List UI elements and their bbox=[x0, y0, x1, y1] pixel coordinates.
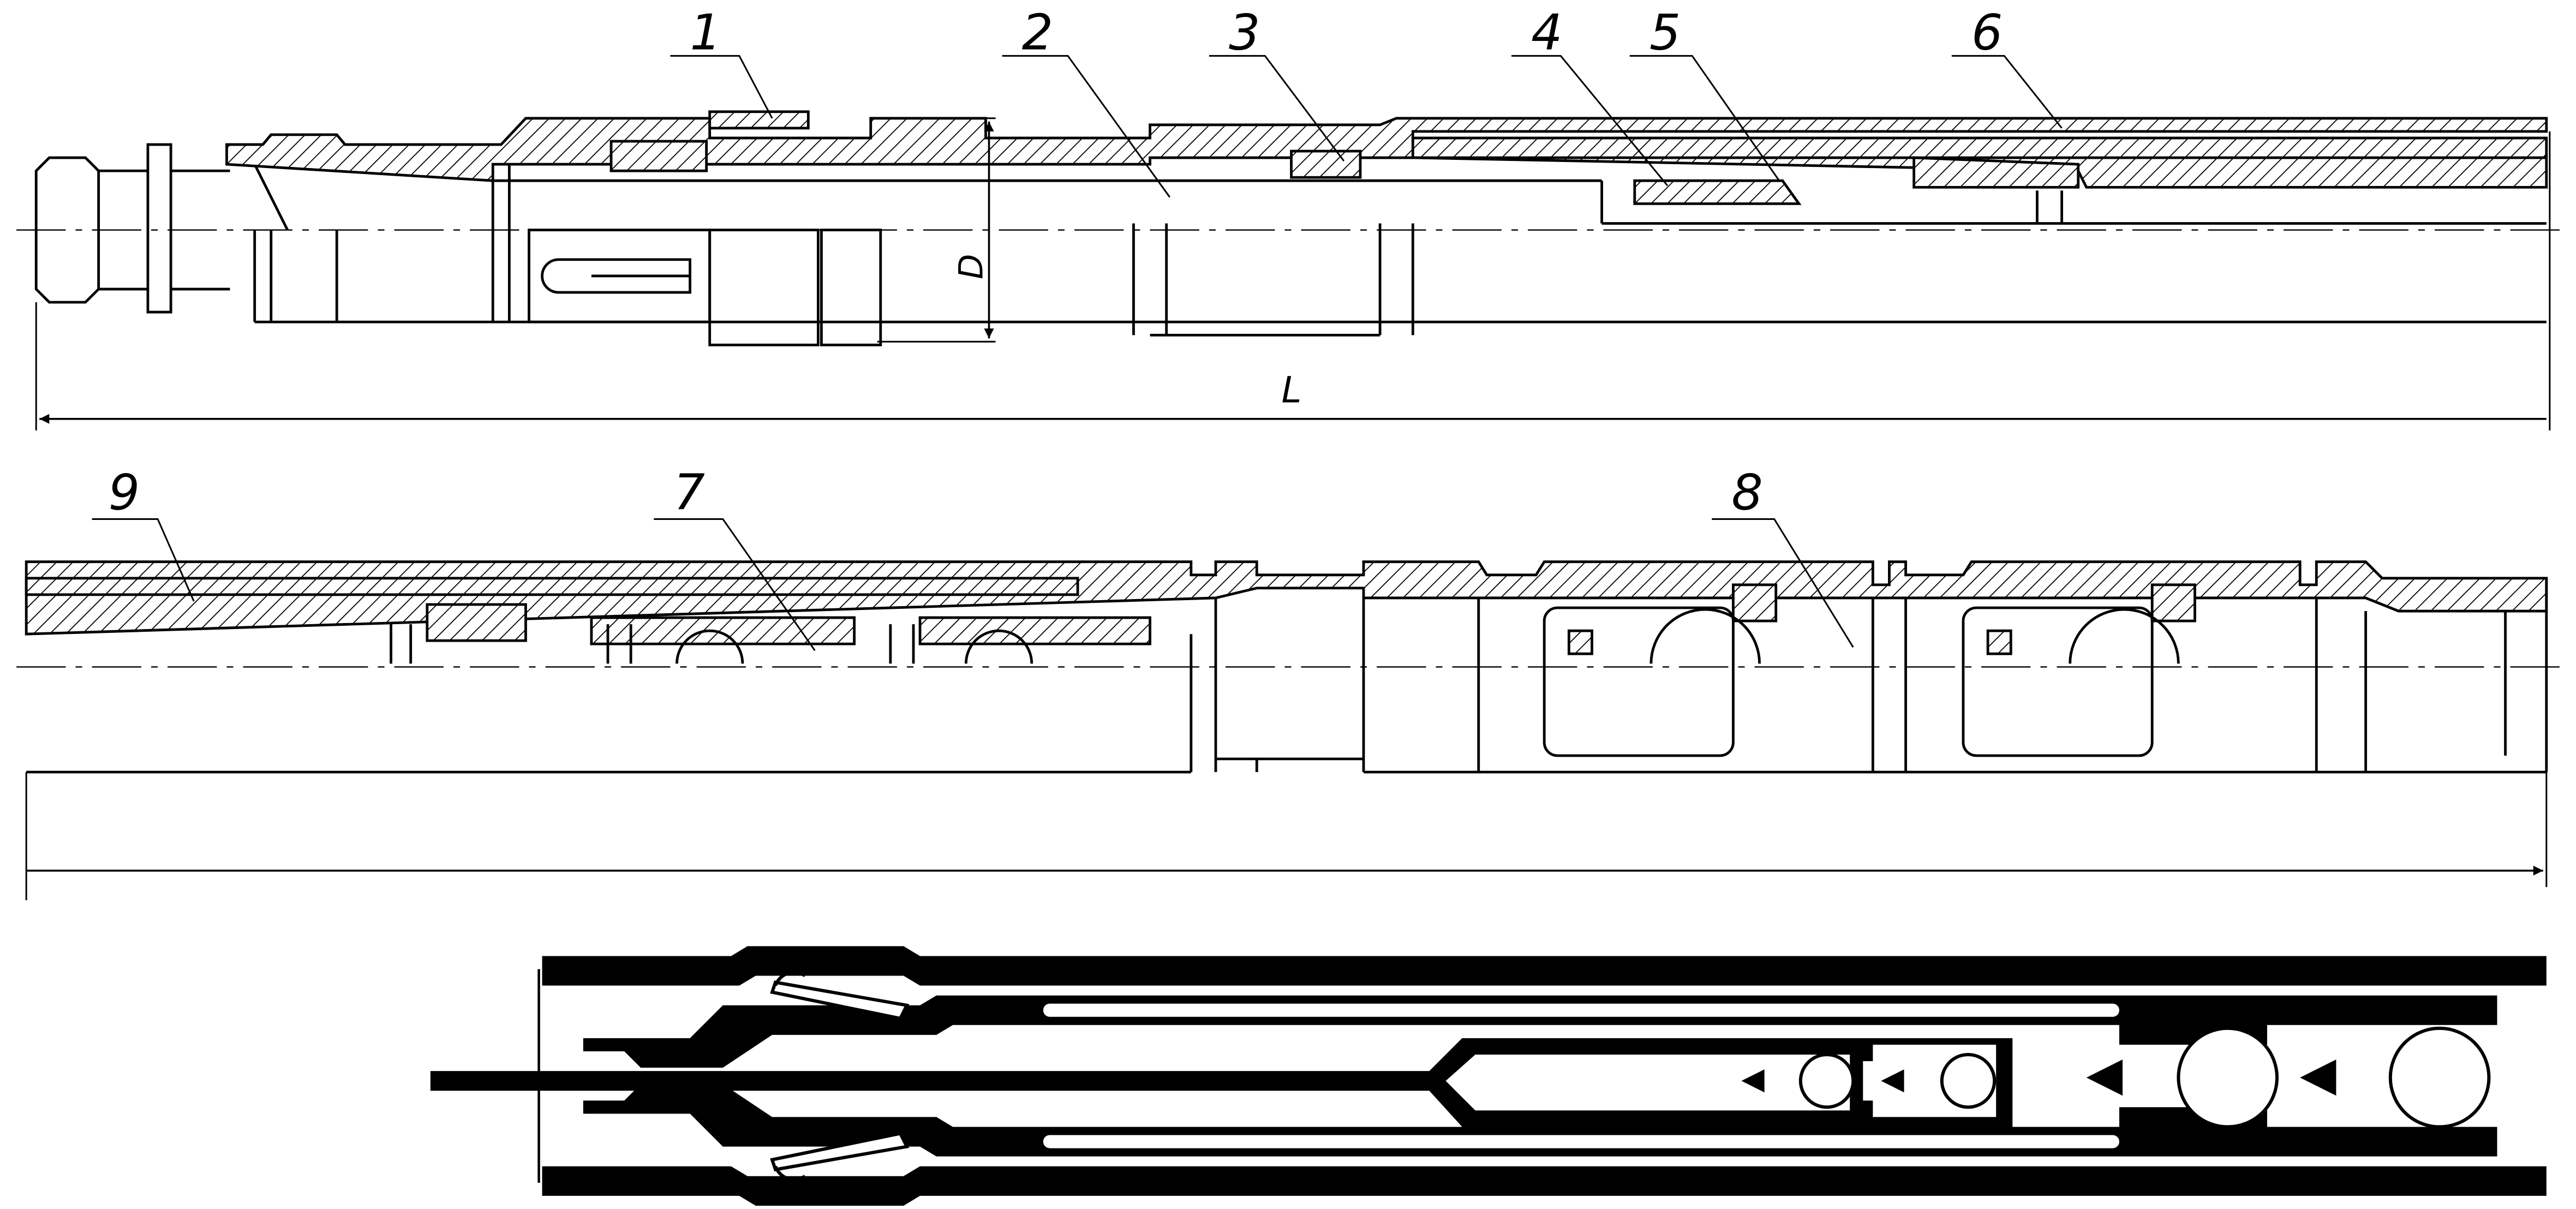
inner-sleeve-left bbox=[609, 140, 708, 172]
leaders-middle bbox=[92, 518, 1854, 651]
labels-top: 1 2 3 4 5 6 D L bbox=[690, 4, 2003, 411]
seat-ring-8a bbox=[1732, 583, 1778, 623]
flow-schematic bbox=[430, 946, 2547, 1206]
flow-arrow-4 bbox=[2300, 1060, 2336, 1096]
lower-section-view bbox=[16, 560, 2563, 900]
neck-collar bbox=[146, 143, 172, 314]
fishing-neck bbox=[34, 156, 100, 304]
dimension-l-label: L bbox=[1281, 369, 1301, 411]
ball-7a bbox=[676, 629, 744, 664]
flapper-valve-top bbox=[770, 980, 910, 1021]
ball-small-1 bbox=[1798, 1052, 1855, 1109]
part-label-9: 9 bbox=[109, 464, 140, 521]
labels-middle: 9 7 8 bbox=[109, 464, 1763, 521]
part-label-4: 4 bbox=[1531, 4, 1562, 61]
valve-seat-7b bbox=[590, 616, 856, 645]
seal-ring-1 bbox=[708, 110, 810, 130]
ball-small-2 bbox=[1940, 1052, 1997, 1109]
valve-seat-7a bbox=[426, 603, 527, 642]
slot-window bbox=[541, 258, 691, 294]
flow-arrow-3 bbox=[2086, 1060, 2123, 1096]
flow-arrow-1 bbox=[1741, 1069, 1765, 1093]
ball-8a bbox=[1649, 608, 1761, 664]
ball-8b bbox=[2069, 608, 2180, 664]
flow-arrow-2 bbox=[1881, 1069, 1904, 1093]
upper-section-view bbox=[16, 110, 2563, 430]
part-label-8: 8 bbox=[1731, 464, 1762, 521]
upper-housing-wall bbox=[225, 117, 2548, 182]
ball-7b bbox=[964, 629, 1033, 664]
sleeve-5 bbox=[1912, 156, 2080, 189]
seat-ring-8b bbox=[2150, 583, 2196, 623]
part-label-2: 2 bbox=[1022, 4, 1053, 61]
part-label-3: 3 bbox=[1229, 4, 1260, 61]
seal-3 bbox=[1290, 149, 1362, 179]
flapper-valve-bottom bbox=[770, 1132, 910, 1172]
part-label-6: 6 bbox=[1971, 4, 2003, 61]
inner-tube-9 bbox=[25, 577, 1079, 596]
part-label-5: 5 bbox=[1649, 4, 1681, 61]
sleeve-4 bbox=[1633, 179, 1802, 205]
part-label-1: 1 bbox=[690, 4, 721, 61]
leaders-top bbox=[670, 55, 2063, 198]
valve-seat-7c bbox=[918, 616, 1151, 645]
part-label-7: 7 bbox=[673, 464, 704, 521]
ball-large-2 bbox=[2388, 1026, 2491, 1129]
dimension-d-label: D bbox=[952, 254, 990, 279]
ball-large-1 bbox=[2177, 1026, 2279, 1129]
